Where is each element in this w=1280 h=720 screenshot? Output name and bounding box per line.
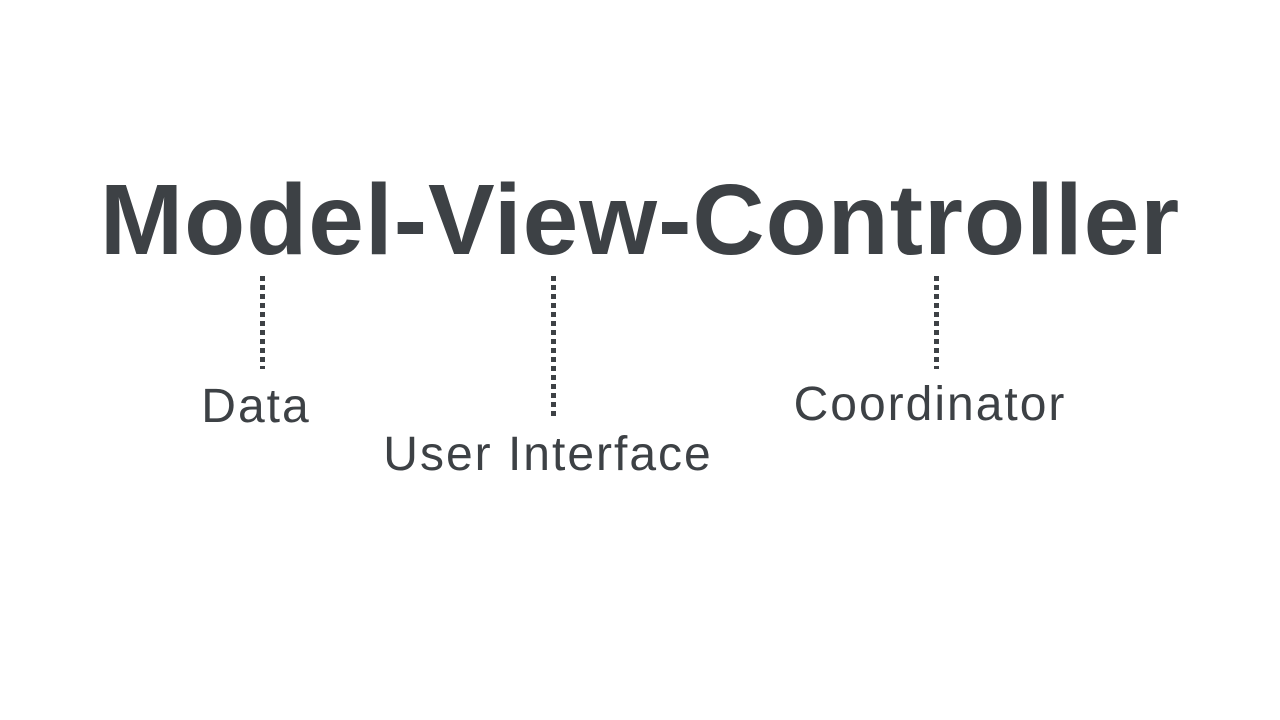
connector-line-model xyxy=(260,276,265,369)
connector-line-view xyxy=(551,276,556,419)
label-model-data: Data xyxy=(201,380,311,433)
label-view-user-interface: User Interface xyxy=(383,428,713,481)
connector-line-controller xyxy=(934,276,939,369)
label-controller-coordinator: Coordinator xyxy=(793,378,1067,431)
diagram-title: Model-View-Controller xyxy=(99,164,1181,276)
